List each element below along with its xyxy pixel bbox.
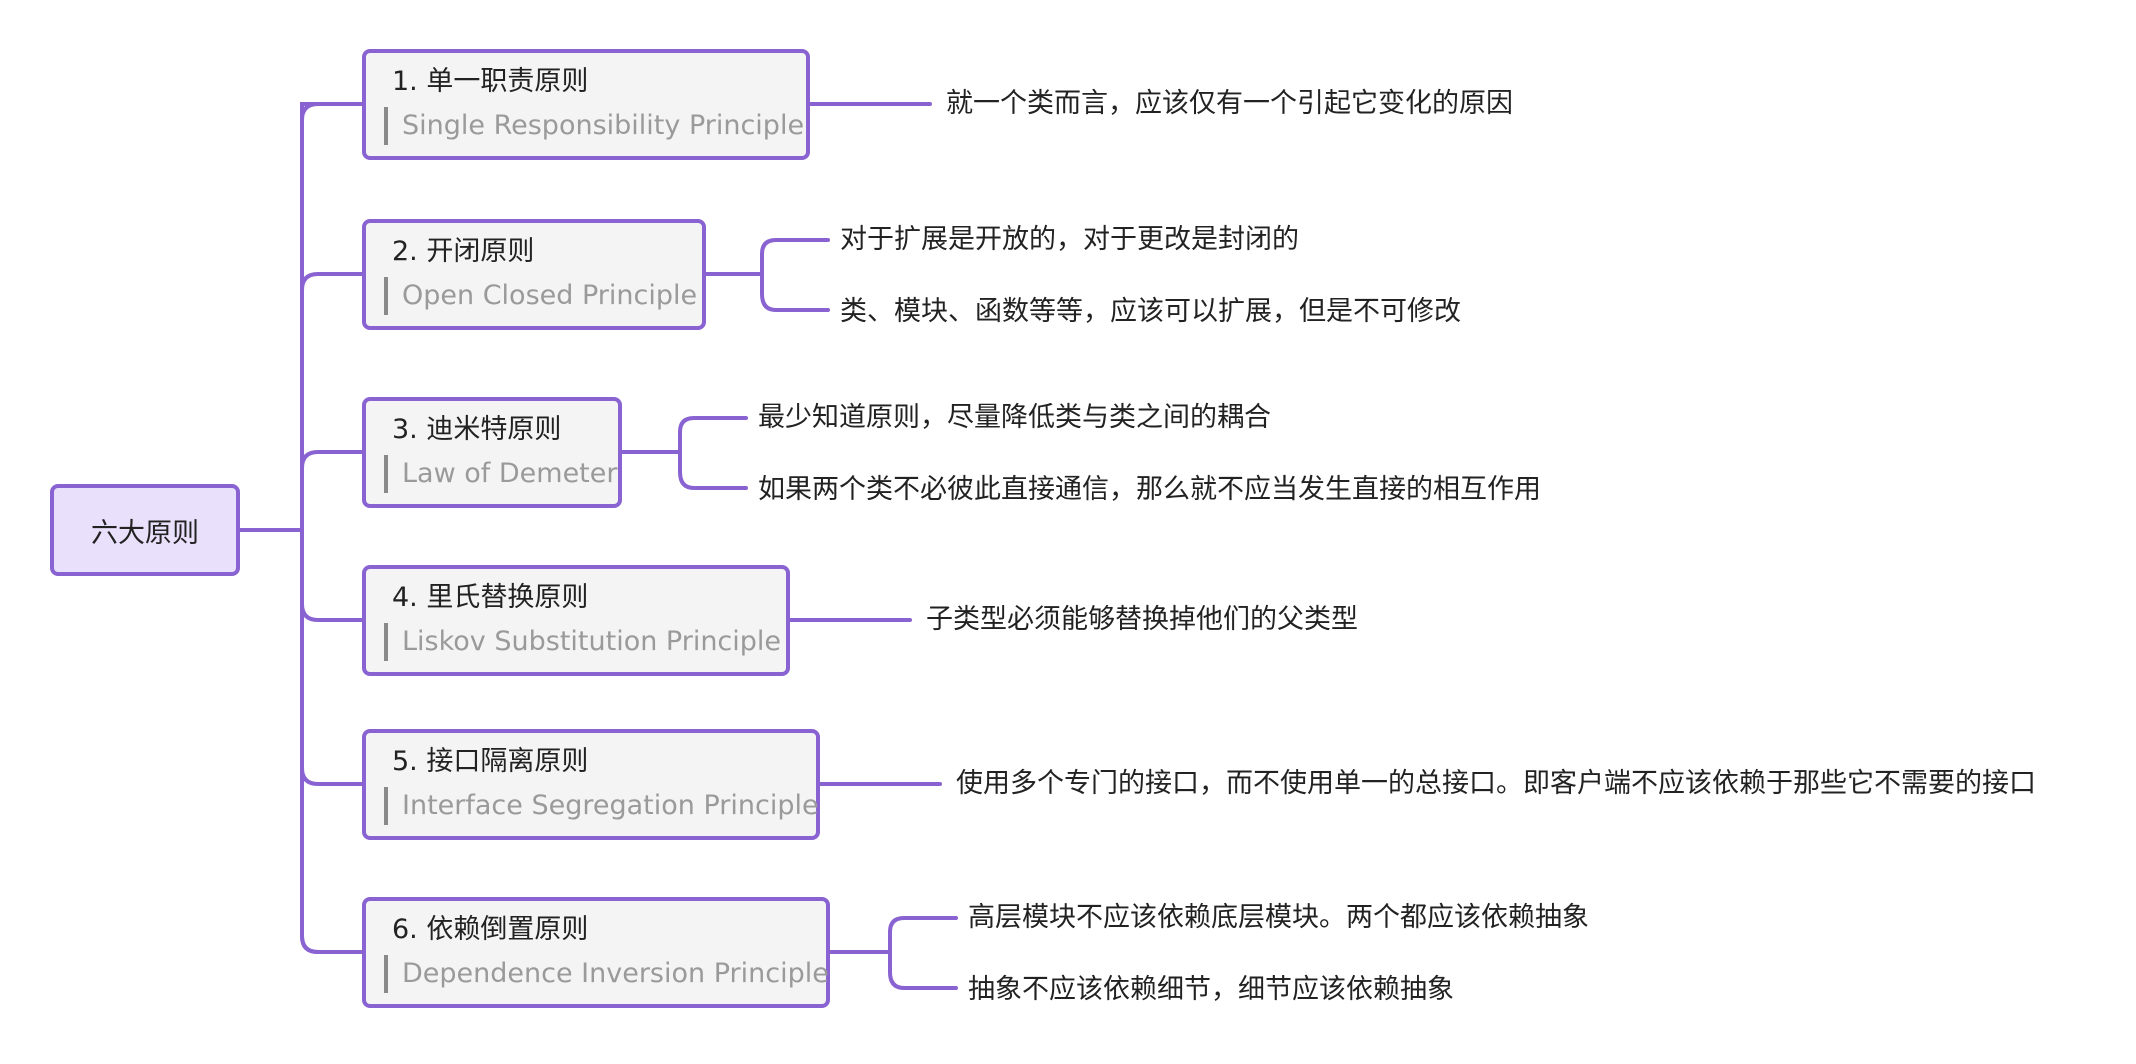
principle-node-2[interactable]: 2. 开闭原则 Open Closed Principle: [362, 219, 706, 330]
branch-4: [300, 602, 368, 622]
root-node[interactable]: 六大原则: [50, 484, 240, 576]
principle-5-note-1: 使用多个专门的接口，而不使用单一的总接口。即客户端不应该依赖于那些它不需要的接口: [956, 768, 2036, 799]
principle-title: 3. 迪米特原则: [392, 414, 562, 445]
root-label: 六大原则: [91, 517, 199, 549]
branch-1: [300, 102, 368, 122]
principle-subtitle: Law of Demeter: [384, 455, 617, 493]
principle-node-5[interactable]: 5. 接口隔离原则 Interface Segregation Principl…: [362, 729, 820, 840]
principle-title: 5. 接口隔离原则: [392, 746, 589, 777]
principle-2-note-1: 对于扩展是开放的，对于更改是封闭的: [840, 224, 1299, 255]
branch-6: [300, 934, 368, 954]
principle-title: 2. 开闭原则: [392, 236, 535, 267]
principle-node-3[interactable]: 3. 迪米特原则 Law of Demeter: [362, 397, 622, 508]
principle-node-6[interactable]: 6. 依赖倒置原则 Dependence Inversion Principle: [362, 897, 830, 1008]
principle-6-note-1: 高层模块不应该依赖底层模块。两个都应该依赖抽象: [968, 902, 1589, 933]
principle-1-note-1: 就一个类而言，应该仅有一个引起它变化的原因: [946, 88, 1513, 119]
leaf-line-3: [620, 416, 748, 490]
principle-subtitle: Interface Segregation Principle: [384, 787, 819, 825]
trunk-line: [300, 102, 320, 954]
branch-2: [300, 272, 368, 292]
principle-6-note-2: 抽象不应该依赖细节，细节应该依赖抽象: [968, 974, 1454, 1005]
principle-subtitle: Single Responsibility Principle: [384, 107, 804, 145]
leaf-line-6: [828, 916, 958, 990]
principle-subtitle: Liskov Substitution Principle: [384, 623, 781, 661]
principle-title: 4. 里氏替换原则: [392, 582, 589, 613]
branch-5: [300, 766, 368, 786]
principle-node-4[interactable]: 4. 里氏替换原则 Liskov Substitution Principle: [362, 565, 790, 676]
leaf-line-2: [704, 238, 830, 312]
principle-2-note-2: 类、模块、函数等等，应该可以扩展，但是不可修改: [840, 296, 1461, 327]
principle-3-note-1: 最少知道原则，尽量降低类与类之间的耦合: [758, 402, 1271, 433]
principle-subtitle: Dependence Inversion Principle: [384, 955, 829, 993]
principle-3-note-2: 如果两个类不必彼此直接通信，那么就不应当发生直接的相互作用: [758, 474, 1541, 505]
principle-4-note-1: 子类型必须能够替换掉他们的父类型: [926, 604, 1358, 635]
principle-subtitle: Open Closed Principle: [384, 277, 697, 315]
principle-node-1[interactable]: 1. 单一职责原则 Single Responsibility Principl…: [362, 49, 810, 160]
branch-3: [300, 450, 368, 470]
principle-title: 6. 依赖倒置原则: [392, 914, 589, 945]
principle-title: 1. 单一职责原则: [392, 66, 589, 97]
